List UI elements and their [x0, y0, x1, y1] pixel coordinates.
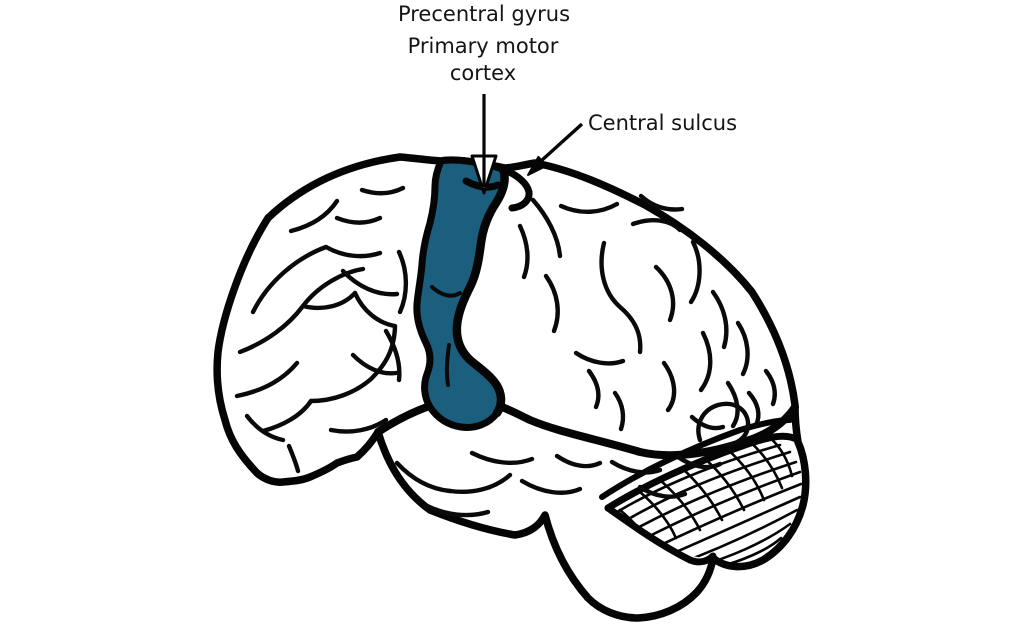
gyri-sulci-lines: [234, 185, 777, 518]
label-precentral-gyrus: Precentral gyrus: [398, 2, 570, 26]
highlight-inner-line: [430, 285, 462, 298]
diagonal-arrow-icon: [527, 122, 584, 176]
label-primary-motor-line1: Primary motor: [408, 34, 559, 58]
label-primary-motor-line2: cortex: [450, 61, 516, 85]
down-arrow-icon: [470, 94, 498, 195]
cerebellum-brainstem-divider: [604, 504, 717, 566]
central-sulcus-hook: [501, 166, 533, 212]
label-central-sulcus: Central sulcus: [588, 111, 737, 135]
cerebellum-top-edge: [604, 432, 802, 512]
central-sulcus-line: [452, 164, 509, 418]
highlight-inner-line-2: [444, 343, 451, 387]
occipital-lower-edge: [599, 417, 793, 500]
